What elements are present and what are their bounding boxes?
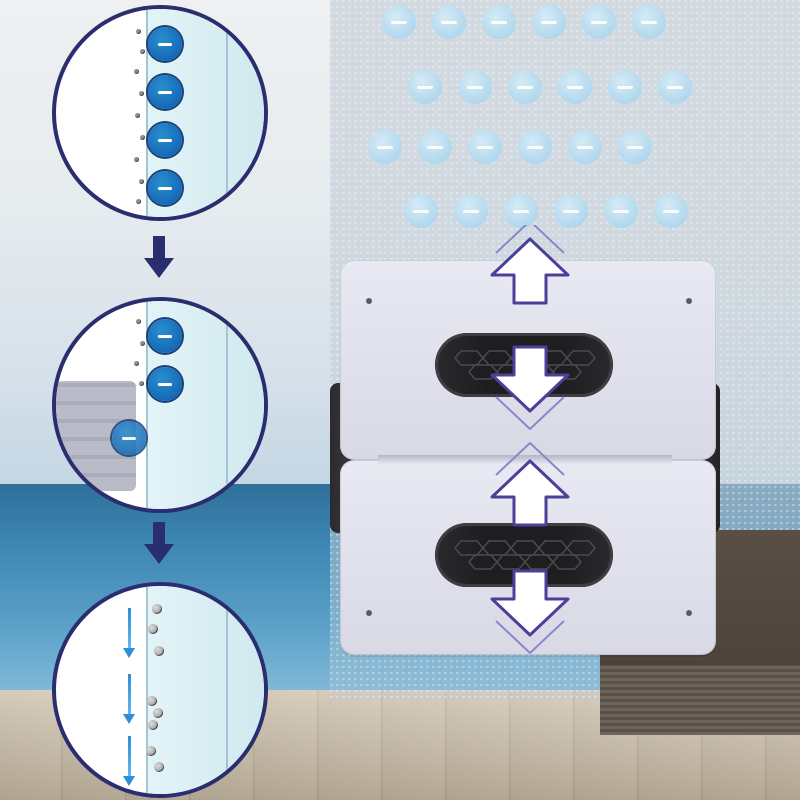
dust-particle [139, 91, 144, 96]
negative-ion-icon [148, 75, 182, 109]
screw [366, 298, 372, 304]
negative-ion-icon [654, 194, 688, 228]
negative-ion-icon [504, 194, 538, 228]
arrow-down-icon [490, 569, 570, 637]
dust-particle [147, 696, 157, 706]
negative-ion-icon [382, 5, 416, 39]
dust-particle [152, 604, 162, 614]
negative-ion-icon [618, 130, 652, 164]
negative-ion-icon [632, 5, 666, 39]
negative-ion-icon [404, 194, 438, 228]
negative-ion-icon [468, 130, 502, 164]
dust-particle [134, 157, 139, 162]
chevron-up-icon [495, 442, 565, 476]
glass-surface [146, 586, 264, 794]
negative-ion-icon [568, 130, 602, 164]
glass-edge [146, 586, 148, 794]
negative-ion-icon [408, 70, 442, 104]
dust-particle [140, 135, 145, 140]
dust-particle [136, 29, 141, 34]
negative-ion-icon [148, 123, 182, 157]
negative-ion-icon [148, 367, 182, 401]
negative-ion-icon [554, 194, 588, 228]
negative-ion-icon [112, 421, 146, 455]
dust-particle [153, 708, 163, 718]
glass-edge [146, 9, 148, 217]
screw [366, 610, 372, 616]
arrow-up-icon [490, 459, 570, 527]
negative-ion-icon [418, 130, 452, 164]
arrow-down-icon [490, 345, 570, 413]
dust-particle [134, 361, 139, 366]
dust-particle [146, 746, 156, 756]
arrow-down-icon [144, 236, 174, 278]
negative-ion-icon [148, 27, 182, 61]
negative-ion-icon [608, 70, 642, 104]
suction-arrows [490, 225, 570, 654]
window-cleaning-robot [330, 225, 720, 655]
chevron-down-icon [495, 396, 565, 430]
glass-edge [226, 586, 228, 794]
dust-particle [154, 646, 164, 656]
dust-particle [148, 720, 158, 730]
glass-edge [226, 9, 228, 217]
negative-ion-icon [368, 130, 402, 164]
negative-ion-icon [508, 70, 542, 104]
dust-particle [140, 341, 145, 346]
dust-particle [139, 179, 144, 184]
step-1-dust-attraction [52, 5, 268, 221]
dust-particle [136, 319, 141, 324]
screw [686, 610, 692, 616]
negative-ion-icon [582, 5, 616, 39]
negative-ion-icon [532, 5, 566, 39]
arrow-down-icon [144, 522, 174, 564]
chevron-up-icon [495, 225, 565, 254]
negative-ion-icon [454, 194, 488, 228]
negative-ion-icon [458, 70, 492, 104]
negative-ion-icon [148, 319, 182, 353]
honeycomb-grille-icon [454, 540, 596, 570]
arrow-up-icon [490, 237, 570, 305]
arrow-down-icon [123, 674, 135, 724]
step-3-dust-falling [52, 582, 268, 798]
dust-particle [148, 624, 158, 634]
negative-ion-icon [558, 70, 592, 104]
center-divider [378, 455, 672, 465]
screw [686, 298, 692, 304]
sofa-base [600, 665, 800, 735]
step-2-cloth-wiping [52, 297, 268, 513]
glass-edge [146, 301, 148, 509]
dust-particle [154, 762, 164, 772]
dust-particle [140, 49, 145, 54]
dust-particle [135, 113, 140, 118]
arrow-down-icon [123, 736, 135, 786]
arrow-down-icon [123, 608, 135, 658]
negative-ion-icon [658, 70, 692, 104]
glass-edge [226, 301, 228, 509]
dust-particle [139, 381, 144, 386]
negative-ion-icon [148, 171, 182, 205]
negative-ion-icon [432, 5, 466, 39]
negative-ion-icon [482, 5, 516, 39]
dust-particle [134, 69, 139, 74]
negative-ion-icon [518, 130, 552, 164]
chevron-down-icon [495, 620, 565, 654]
negative-ion-field [360, 0, 700, 240]
negative-ion-icon [604, 194, 638, 228]
dust-particle [136, 199, 141, 204]
